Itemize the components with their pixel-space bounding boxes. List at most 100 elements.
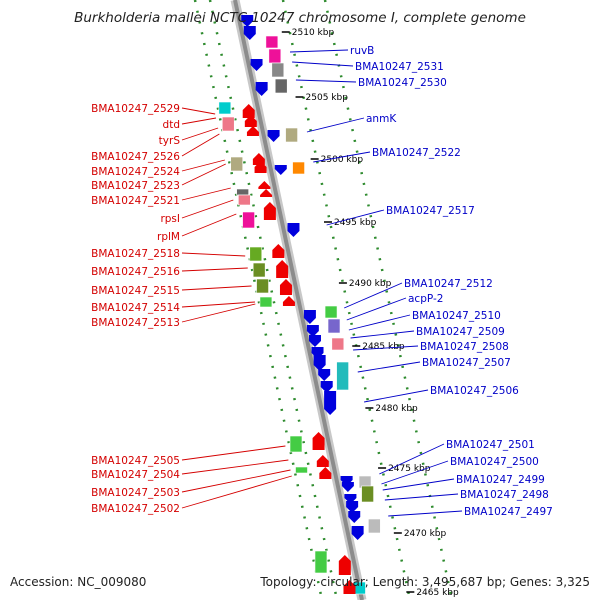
left-gene-label: BMA10247_2502 <box>91 503 180 515</box>
right-gene-label: BMA10247_2499 <box>456 474 545 486</box>
gene-arrow-forward <box>242 104 255 118</box>
right-gene-leader <box>379 443 445 475</box>
left-gene-label: rpsI <box>160 213 180 225</box>
backbone-line <box>233 0 364 600</box>
right-gene-leader <box>326 209 385 226</box>
gene-block <box>331 337 345 351</box>
gene-block <box>265 35 279 49</box>
gene-arrow-forward <box>338 555 351 575</box>
right-gene-leader <box>357 361 421 373</box>
right-gene-label: BMA10247_2508 <box>420 341 509 353</box>
right-gene-label: BMA10247_2510 <box>412 310 501 322</box>
gene-arrow-forward <box>252 153 265 165</box>
gene-arrow-reverse <box>348 511 361 523</box>
gene-arrow-reverse <box>241 15 254 27</box>
right-gene-label: acpP-2 <box>408 293 443 305</box>
right-gene-label: BMA10247_2497 <box>464 506 553 518</box>
right-gene-leader <box>346 297 407 321</box>
left-gene-leader <box>181 133 220 157</box>
left-gene-leader <box>181 469 291 493</box>
gene-arrow-reverse <box>267 130 280 142</box>
gene-block <box>242 211 255 229</box>
right-gene-label: BMA10247_2501 <box>446 439 535 451</box>
right-gene-label: BMA10247_2498 <box>460 489 549 501</box>
right-gene-label: BMA10247_2517 <box>386 205 475 217</box>
left-gene-leader <box>181 199 234 219</box>
map-title: Burkholderia mallei NCTC 10247 chromosom… <box>74 10 526 26</box>
right-gene-leader <box>388 510 463 517</box>
right-gene-leader <box>295 79 357 83</box>
left-gene-leader <box>181 107 216 115</box>
left-gene-label: BMA10247_2523 <box>91 180 180 192</box>
gene-arrow-reverse <box>255 82 268 96</box>
gene-block <box>218 101 232 115</box>
left-gene-label: BMA10247_2521 <box>91 195 180 207</box>
gene-arrow-reverse <box>351 526 364 540</box>
gene-block <box>259 296 273 308</box>
left-gene-label: BMA10247_2518 <box>91 248 180 260</box>
left-gene-label: BMA10247_2513 <box>91 317 180 329</box>
gene-block <box>271 62 285 78</box>
left-gene-label: BMA10247_2514 <box>91 302 180 314</box>
scale-tick-label: 2475 kbp <box>388 464 431 474</box>
gene-arrow-forward <box>263 202 276 220</box>
gene-block <box>285 127 298 143</box>
gene-block <box>256 278 269 294</box>
right-gene-label: BMA10247_2507 <box>422 357 511 369</box>
right-gene-label: BMA10247_2531 <box>355 61 444 73</box>
gene-arrow-forward <box>260 189 273 197</box>
gene-block <box>324 305 338 319</box>
gene-block <box>230 156 244 172</box>
scale-tick-label: 2465 kbp <box>416 588 459 598</box>
gene-arrow-reverse <box>320 381 333 393</box>
left-gene-leader <box>181 475 292 509</box>
gene-block <box>274 78 288 94</box>
gene-block <box>236 188 249 196</box>
gene-arrow-forward <box>276 260 289 278</box>
right-gene-label: BMA10247_2509 <box>416 326 505 338</box>
gene-block <box>249 246 263 262</box>
gene-block <box>327 318 341 334</box>
right-gene-leader <box>382 478 455 491</box>
right-gene-leader <box>353 345 419 351</box>
right-gene-label: BMA10247_2500 <box>450 456 539 468</box>
gene-block <box>336 361 349 391</box>
right-gene-leader <box>289 49 349 53</box>
gene-arrow-reverse <box>346 501 359 513</box>
gene-arrow-reverse <box>274 165 287 175</box>
right-gene-leader <box>313 151 371 163</box>
right-gene-leader <box>344 282 403 309</box>
left-gene-label: tyrS <box>159 135 181 147</box>
left-gene-label: dtd <box>163 119 180 131</box>
genome-summary: Topology: circular; Length: 3,495,687 bp… <box>260 575 590 589</box>
gene-block <box>295 466 308 474</box>
right-gene-leader <box>364 389 429 403</box>
right-gene-leader <box>350 330 415 339</box>
gene-block <box>252 262 266 278</box>
scale-tick-label: 2485 kbp <box>362 342 405 352</box>
left-gene-label: BMA10247_2526 <box>91 151 180 163</box>
left-gene-leader <box>181 285 252 291</box>
left-gene-leader <box>181 213 237 237</box>
gene-block <box>268 48 282 64</box>
right-gene-label: BMA10247_2506 <box>430 385 519 397</box>
gene-arrow-reverse <box>344 494 357 504</box>
left-gene-leader <box>181 459 289 475</box>
gene-arrow-reverse <box>340 476 353 486</box>
right-gene-leader <box>348 314 411 331</box>
left-gene-leader <box>181 163 226 186</box>
left-gene-label: BMA10247_2505 <box>91 455 180 467</box>
left-gene-label: rplM <box>157 231 180 243</box>
right-gene-leader <box>306 117 365 133</box>
scale-tick-label: 2505 kbp <box>306 93 349 103</box>
gene-block <box>314 550 328 574</box>
gene-block <box>289 435 303 453</box>
left-gene-leader <box>181 252 246 257</box>
right-gene-leader <box>384 493 459 501</box>
gene-block <box>292 161 305 175</box>
gene-arrow-reverse <box>250 59 263 71</box>
gene-arrow-reverse <box>306 325 319 337</box>
gene-arrow-reverse <box>243 26 256 40</box>
accession-label: Accession: NC_009080 <box>10 575 147 589</box>
